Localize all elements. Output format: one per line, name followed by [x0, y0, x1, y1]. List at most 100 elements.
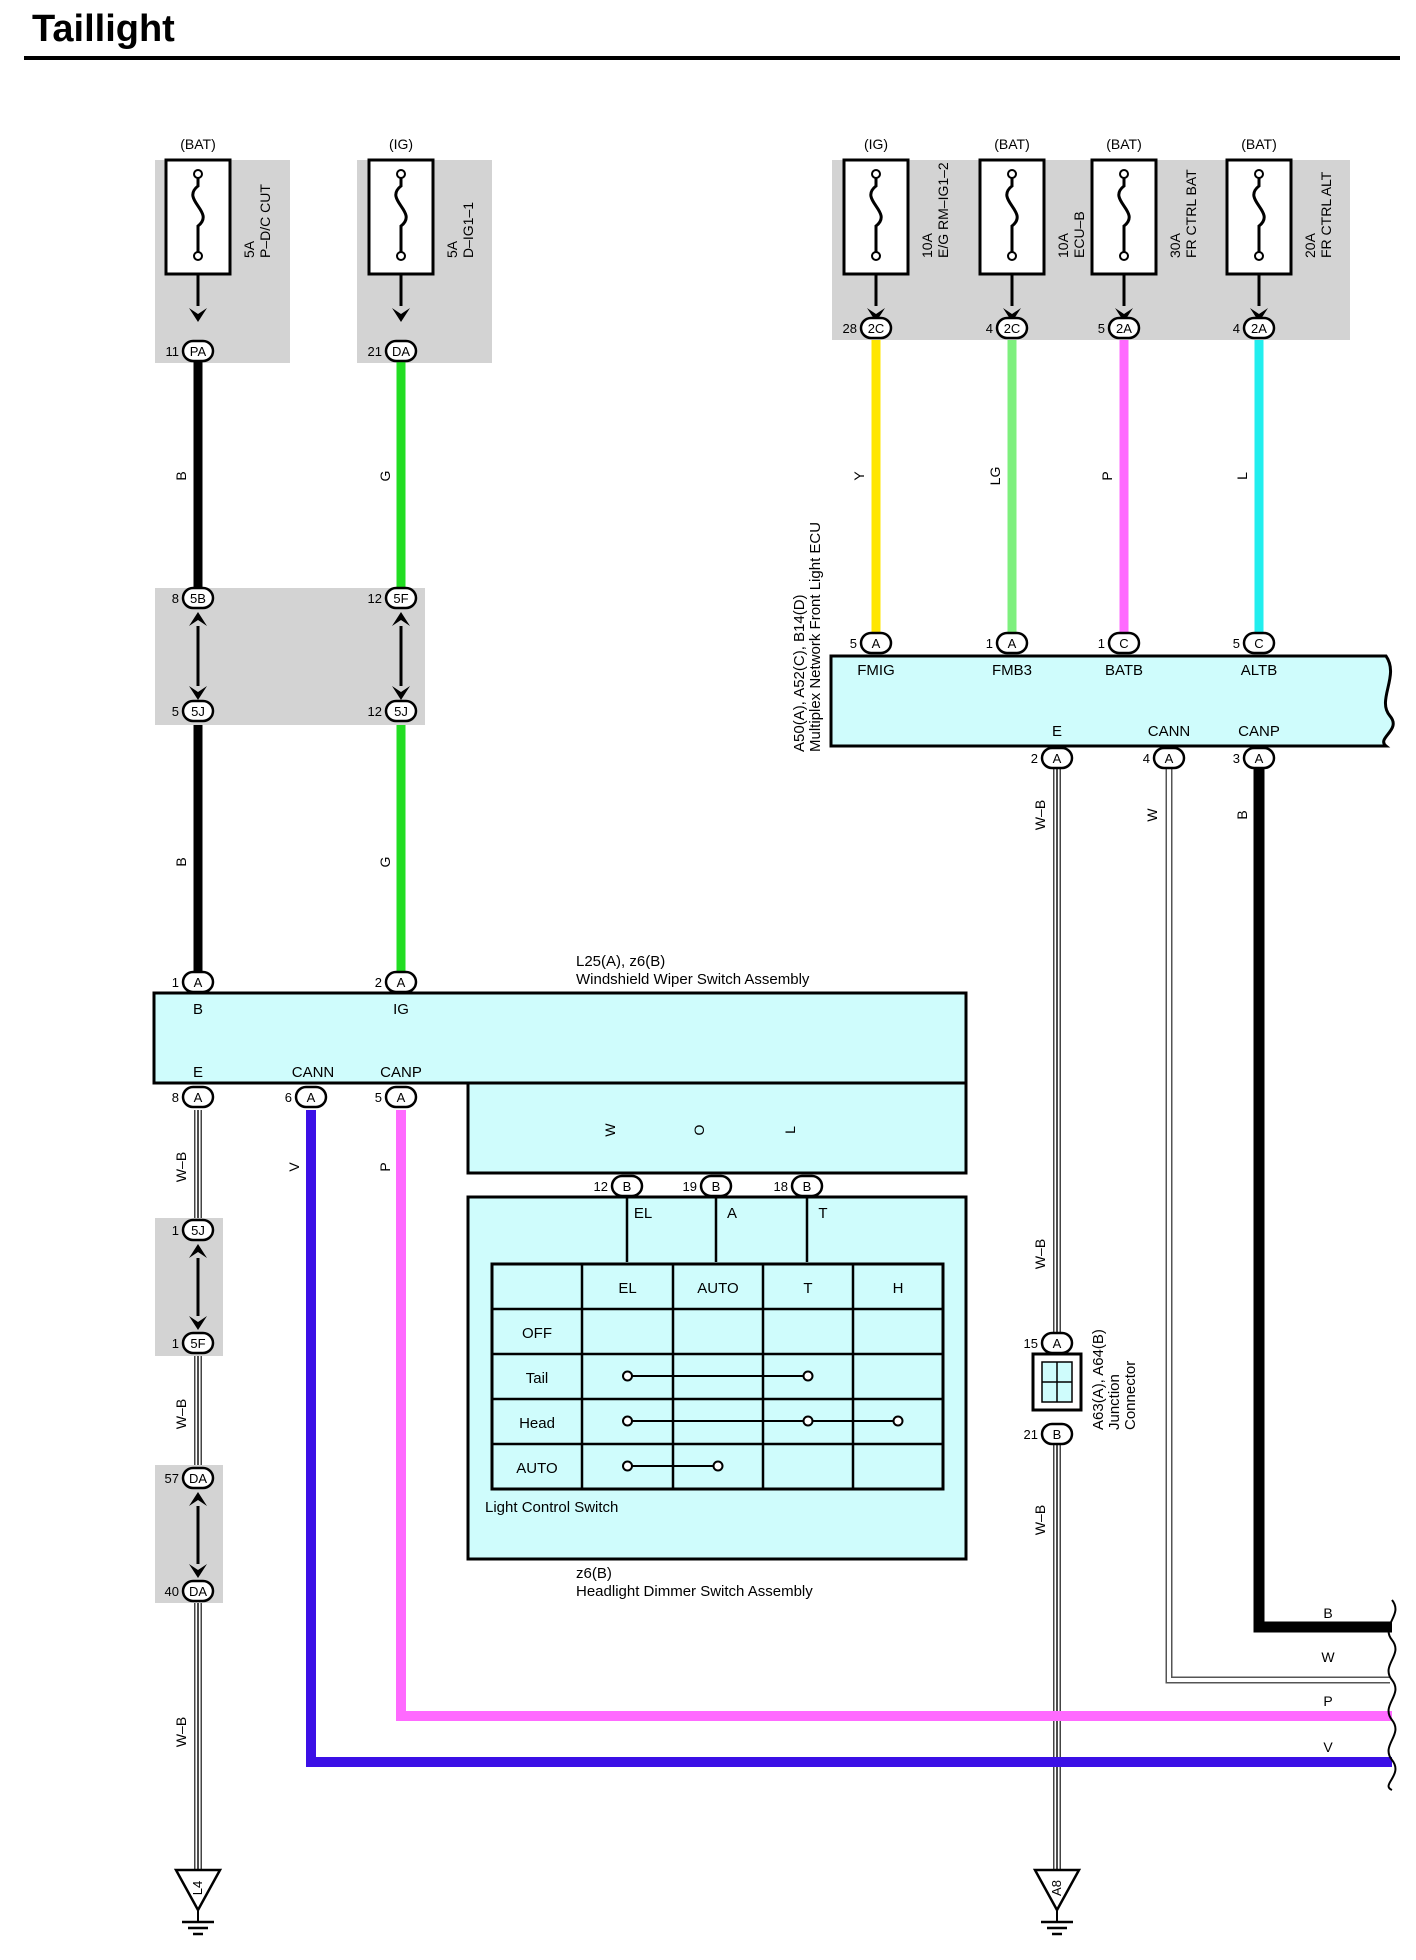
fuse-terminal-icon [193, 251, 203, 261]
pin-number: 12 [594, 1179, 608, 1194]
pin-connector-label: PA [190, 344, 207, 359]
arrow-up-icon [189, 1492, 207, 1506]
pin-junction-bottom [1040, 1422, 1074, 1446]
fuse-source-label: (BAT) [994, 136, 1030, 152]
continuity-dot-icon [622, 1370, 633, 1382]
fuse-terminal-icon [1254, 169, 1264, 179]
wire-color-label: B [173, 471, 189, 480]
wire-color-label: W [602, 1123, 618, 1137]
pin-number: 1 [986, 636, 993, 651]
pin-5f-top [384, 586, 418, 610]
pin-number: 2 [375, 975, 382, 990]
fuse-source-label: (BAT) [180, 136, 216, 152]
arrow-up-icon [189, 612, 207, 626]
wire-w-cann-edge [1165, 760, 1390, 1684]
continuity-dot-icon [802, 1370, 814, 1382]
fuse-terminal-icon [871, 169, 881, 179]
pin-number: 5 [172, 704, 179, 719]
components [152, 158, 1397, 1936]
pin-dimmer [790, 1174, 824, 1198]
light-control-switch-label: Light Control Switch [485, 1499, 618, 1516]
table-column-header: EL [618, 1280, 636, 1297]
ecu-ref: A50(A), A52(C), B14(D) [791, 594, 808, 752]
pin-connector-label: B [803, 1179, 812, 1194]
pin-connector-label: 5J [191, 704, 205, 719]
ecu-terminal-label: CANP [1238, 723, 1280, 740]
ecu-terminal-label: BATB [1105, 662, 1143, 679]
fuse-name: P–D/C CUT [257, 184, 273, 258]
wire-color-label: W [1144, 808, 1160, 822]
pin-da-top [384, 339, 418, 363]
table-row-header: Head [519, 1415, 555, 1432]
junction-name: Connector [1122, 1361, 1139, 1430]
fuse-terminal-icon [1254, 251, 1264, 261]
pin-fuse-out [859, 316, 893, 340]
fuse-terminal-icon [396, 251, 406, 261]
fuse-rating: 5A [444, 240, 460, 258]
pin-number: 4 [1233, 321, 1240, 336]
ground-icon-a8 [1032, 1868, 1082, 1913]
pin-connector-label: A [1165, 751, 1174, 766]
pin-ecu-input [995, 631, 1029, 655]
continuity-dot-icon [622, 1460, 633, 1472]
pin-number: 1 [172, 1336, 179, 1351]
arrow-down-icon [392, 308, 410, 322]
pin-number: 1 [1098, 636, 1105, 651]
wire-p-canp [396, 1110, 1392, 1721]
pin-connector-label: B [712, 1179, 721, 1194]
fuse-source-label: (IG) [389, 136, 413, 152]
pin-wiper-bottom [384, 1085, 418, 1109]
wire-color-label: G [377, 857, 393, 868]
wire-color-label: W–B [173, 1717, 189, 1747]
fuse-terminal-icon [1007, 251, 1017, 261]
pin-5b [181, 586, 215, 610]
fuse-element-icon [394, 170, 408, 258]
pin-connector-label: A [397, 975, 406, 990]
edge-wire-label: B [1323, 1605, 1332, 1621]
wiper-ref: L25(A), z6(B) [576, 953, 665, 970]
arrow-down-icon [867, 308, 885, 322]
arrow-up-icon [392, 612, 410, 626]
pin-number: 19 [683, 1179, 697, 1194]
fuse-rating: 20A [1302, 232, 1318, 258]
pin-connector-label: A [194, 975, 203, 990]
dimmer-ref: z6(B) [576, 1565, 612, 1582]
pin-number: 5 [1233, 636, 1240, 651]
title-rule [24, 56, 1400, 60]
fuse-source-label: (IG) [864, 136, 888, 152]
wiper-terminal-label: CANP [380, 1064, 422, 1081]
arrow-down-icon [189, 1564, 207, 1578]
pin-connector-label: A [1053, 751, 1062, 766]
pin-number: 4 [986, 321, 993, 336]
ecu-name: Multiplex Network Front Light ECU [807, 522, 824, 752]
continuity-dot-icon [712, 1460, 724, 1472]
pin-connector-label: 5J [394, 704, 408, 719]
pin-number: 12 [368, 704, 382, 719]
pin-number: 18 [774, 1179, 788, 1194]
pin-wiper-bottom [181, 1085, 215, 1109]
fuse-element-icon [1005, 170, 1019, 258]
wiper-terminal-label: IG [393, 1001, 409, 1018]
junction-name: Junction [1106, 1374, 1123, 1430]
continuity-dot-icon [622, 1415, 633, 1427]
fuse-element-icon [1252, 170, 1266, 258]
arrow-down-icon [189, 308, 207, 322]
pin-number: 5 [1098, 321, 1105, 336]
wire-color-label: O [691, 1124, 707, 1135]
pin-number: 5 [850, 636, 857, 651]
pin-dimmer [610, 1174, 644, 1198]
table-column-header: AUTO [697, 1280, 738, 1297]
ground-label: L4 [190, 1881, 205, 1895]
fuse-name: D–IG1–1 [460, 202, 476, 258]
arrow-up-icon [189, 1244, 207, 1258]
page-title: Taillight [32, 8, 175, 50]
fuse-element-icon [191, 170, 205, 258]
wire-color-label: Y [851, 471, 867, 481]
pin-5j-low [181, 1218, 215, 1242]
fuse-source-label: (BAT) [1241, 136, 1277, 152]
pin-wiper-bottom [294, 1085, 328, 1109]
pin-wiper-top [181, 970, 215, 994]
fuse-rating: 10A [919, 232, 935, 258]
pin-connector-label: A [1053, 1336, 1062, 1351]
wire-color-label: W–B [1032, 800, 1048, 830]
